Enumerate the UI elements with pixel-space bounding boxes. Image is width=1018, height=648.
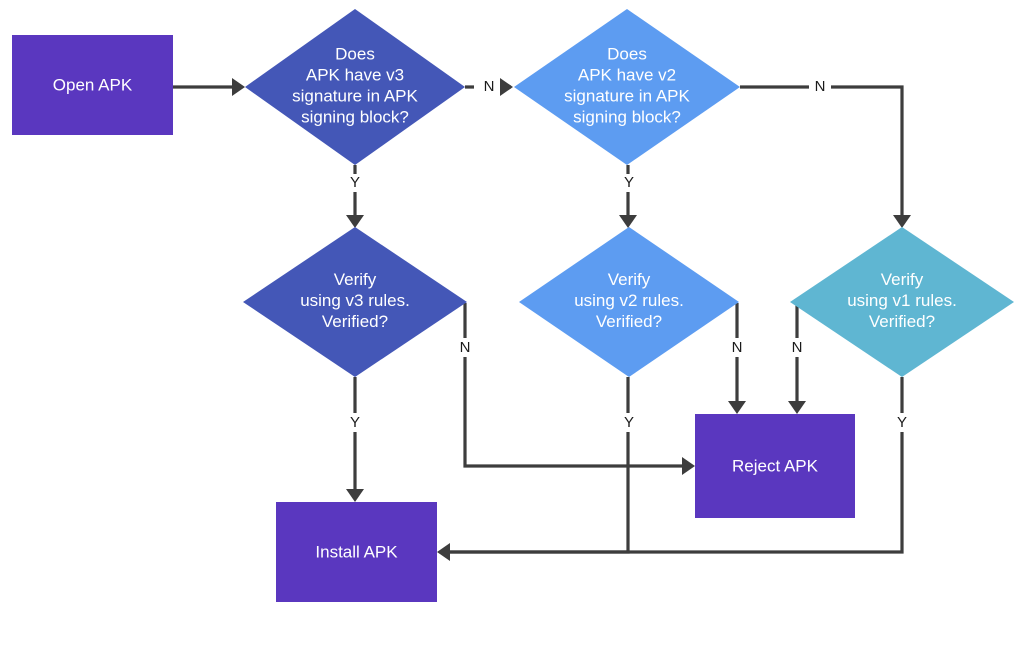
edge-label-hasv2-yes-to-verifyv2: Y	[624, 174, 634, 191]
node-open-apk[interactable]: Open APK	[12, 35, 173, 135]
edge-label-verifyv3-no-to-reject: N	[460, 339, 471, 356]
edge-label-hasv2-no-to-verifyv1: N	[815, 78, 826, 95]
edge-label-verifyv1-no-to-reject: N	[792, 339, 803, 356]
edge-label-hasv3-no-to-hasv2: N	[484, 78, 495, 95]
node-shape-verify-v2-rules[interactable]	[519, 227, 739, 377]
node-shape-reject-apk[interactable]	[695, 414, 855, 518]
arrow-hasv3-no	[500, 78, 513, 96]
arrow-verifyv3-no-reject	[682, 457, 695, 475]
arrow-hasv3-yes	[346, 215, 364, 228]
edge-label-verifyv3-yes-to-install: Y	[350, 414, 360, 431]
node-shape-install-apk[interactable]	[276, 502, 437, 602]
arrowheads-layer	[232, 78, 911, 561]
node-shape-verify-v1-rules[interactable]	[790, 227, 1014, 377]
arrow-verifyv2-no-reject	[728, 401, 746, 414]
node-shape-has-v2-signature[interactable]	[514, 9, 740, 165]
node-shape-has-v3-signature[interactable]	[245, 9, 465, 165]
edge-label-verifyv2-yes-to-install: Y	[624, 414, 634, 431]
edge-label-verifyv2-no-to-reject: N	[732, 339, 743, 356]
edge-hasv2-no-to-verifyv1	[740, 85, 904, 221]
arrow-hasv2-yes	[619, 215, 637, 228]
edge-verifyv3-no-to-reject	[463, 303, 685, 468]
arrow-verifyv3-yes-install	[346, 489, 364, 502]
edges-layer	[173, 85, 904, 554]
edge-label-verifyv1-yes-to-install: Y	[897, 414, 907, 431]
node-label-install-apk: Install APK	[315, 542, 398, 561]
node-shape-verify-v3-rules[interactable]	[243, 227, 467, 377]
node-install-apk[interactable]: Install APK	[276, 502, 437, 602]
node-shape-open-apk[interactable]	[12, 35, 173, 135]
arrow-hasv2-no	[893, 215, 911, 228]
edge-labels-layer: N Y N Y N Y N Y N Y	[350, 78, 907, 431]
node-reject-apk[interactable]: Reject APK	[695, 414, 855, 518]
node-label-reject-apk: Reject APK	[732, 456, 819, 475]
arrow-to-install-left	[437, 543, 450, 561]
arrow-open-to-hasv3	[232, 78, 245, 96]
edge-label-hasv3-yes-to-verifyv3: Y	[350, 174, 360, 191]
edge-verifyv1-yes-to-install	[447, 377, 904, 554]
node-label-open-apk: Open APK	[53, 75, 133, 94]
arrow-verifyv1-no-reject	[788, 401, 806, 414]
